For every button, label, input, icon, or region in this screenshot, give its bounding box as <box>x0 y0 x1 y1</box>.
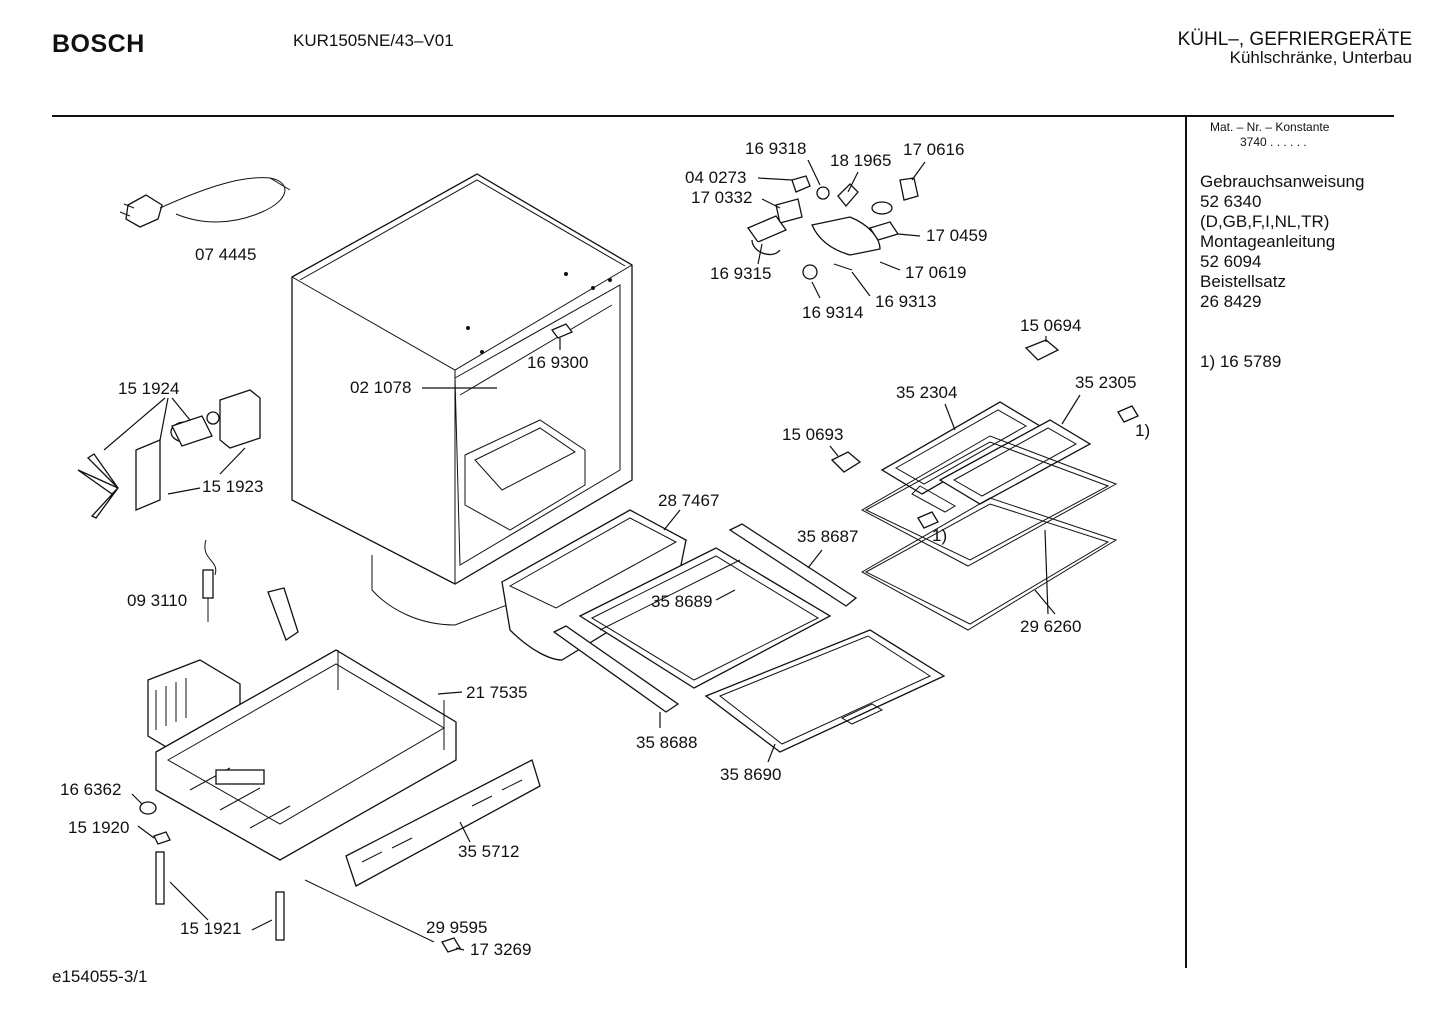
doc-line-manual: Gebrauchsanweisung <box>1200 172 1365 191</box>
label-16-9313: 16 9313 <box>875 292 936 311</box>
drawing-id: e154055-3/1 <box>52 967 148 986</box>
header-divider <box>52 115 1394 117</box>
doc-line-installation: Montageanleitung <box>1200 232 1336 251</box>
label-footnote-1b: 1) <box>932 526 947 545</box>
label-17-0332: 17 0332 <box>691 188 752 207</box>
label-15-0694: 15 0694 <box>1020 316 1081 335</box>
bracket-part[interactable] <box>267 587 299 641</box>
label-29-6260: 29 6260 <box>1020 617 1081 636</box>
label-16-9315: 16 9315 <box>710 264 771 283</box>
label-16-9300: 16 9300 <box>527 353 588 372</box>
model-number: KUR1505NE/43–V01 <box>293 31 454 50</box>
drawer-frame-358689-part[interactable] <box>578 547 832 689</box>
label-35-2305: 35 2305 <box>1075 373 1136 392</box>
label-02-1078: 02 1078 <box>350 378 411 397</box>
category-title: KÜHL–, GEFRIERGERÄTE <box>1177 29 1412 50</box>
label-07-4445: 07 4445 <box>195 245 256 264</box>
doc-line-kit-nr: 26 8429 <box>1200 292 1262 311</box>
label-29-9595: 29 9595 <box>426 918 487 937</box>
label-35-8690: 35 8690 <box>720 765 781 784</box>
label-28-7467: 28 7467 <box>658 491 719 510</box>
sensor-093110-part[interactable] <box>202 539 217 622</box>
label-15-1920: 15 1920 <box>68 818 129 837</box>
doc-line-installation-nr: 52 6094 <box>1200 252 1262 271</box>
glass-shelf-352305-part[interactable] <box>938 419 1092 505</box>
cabinet-body-part[interactable] <box>291 173 633 626</box>
sidebar-divider <box>1185 116 1187 968</box>
label-16-9318: 16 9318 <box>745 139 806 158</box>
label-35-5712: 35 5712 <box>458 842 519 861</box>
label-footnote-1a: 1) <box>1135 421 1150 440</box>
label-21-7535: 21 7535 <box>466 683 527 702</box>
label-17-0459: 17 0459 <box>926 226 987 245</box>
foot-part[interactable] <box>139 801 285 941</box>
clip-fn1b-part[interactable] <box>917 511 939 529</box>
label-35-8688: 35 8688 <box>636 733 697 752</box>
label-17-0619: 17 0619 <box>905 263 966 282</box>
category-subtitle: Kühlschränke, Unterbau <box>1229 48 1412 67</box>
clip-fn1-part[interactable] <box>1117 405 1139 423</box>
label-15-0693: 15 0693 <box>782 425 843 444</box>
label-15-1921: 15 1921 <box>180 919 241 938</box>
doc-line-kit: Beistellsatz <box>1200 272 1286 291</box>
mat-nr-value: 3740 . . . . . . <box>1240 135 1307 149</box>
label-16-9314: 16 9314 <box>802 303 863 322</box>
label-15-1924: 15 1924 <box>118 379 179 398</box>
base-frame-217535-part[interactable] <box>147 649 457 861</box>
brand-logo-text: BOSCH <box>52 30 145 58</box>
label-35-2304: 35 2304 <box>896 383 957 402</box>
label-16-6362: 16 6362 <box>60 780 121 799</box>
drain-pipe-part[interactable] <box>304 879 435 943</box>
clip-169300-part[interactable] <box>550 323 574 339</box>
glass-frame-296260-part[interactable] <box>860 435 1118 631</box>
label-17-0616: 17 0616 <box>903 140 964 159</box>
doc-line-languages: (D,GB,F,I,NL,TR) <box>1200 212 1330 231</box>
label-18-1965: 18 1965 <box>830 151 891 170</box>
mat-nr-label: Mat. – Nr. – Konstante <box>1210 120 1330 134</box>
crisper-drawer-287467-part[interactable] <box>500 509 688 661</box>
doc-line-manual-nr: 52 6340 <box>1200 192 1262 211</box>
label-09-3110: 09 3110 <box>127 591 187 610</box>
drawer-cover-358690-part[interactable] <box>704 629 946 753</box>
label-35-8689: 35 8689 <box>651 592 712 611</box>
clip-150694-part[interactable] <box>1024 339 1060 361</box>
drain-cap-part[interactable] <box>441 937 461 953</box>
label-17-3269: 17 3269 <box>470 940 531 959</box>
label-04-0273: 04 0273 <box>685 168 746 187</box>
grille-355712-part[interactable] <box>345 759 541 887</box>
power-cord-part[interactable] <box>119 177 291 228</box>
rail-358688-part[interactable] <box>552 625 680 713</box>
clip-150693-part[interactable] <box>830 451 862 473</box>
label-35-8687: 35 8687 <box>797 527 858 546</box>
lamp-assembly-part[interactable] <box>747 175 919 280</box>
label-15-1923: 15 1923 <box>202 477 263 496</box>
rail-358687-part[interactable] <box>728 523 858 607</box>
footnote-part: 1) 16 5789 <box>1200 352 1282 371</box>
fan-motor-assembly-part[interactable] <box>77 389 261 519</box>
